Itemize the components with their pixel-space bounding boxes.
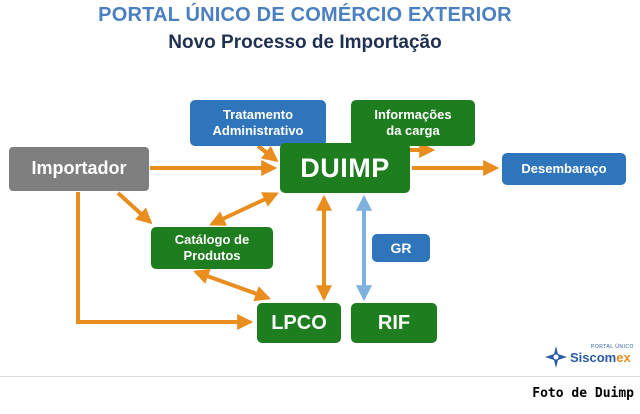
star-icon	[545, 346, 567, 368]
caption-divider	[0, 376, 640, 377]
siscomex-logo: PORTAL ÚNICO Siscomex	[545, 344, 635, 370]
slide-title: PORTAL ÚNICO DE COMÉRCIO EXTERIOR	[98, 4, 512, 26]
catalogo-line1: Catálogo de	[174, 232, 250, 248]
slide: PORTAL ÚNICO DE COMÉRCIO EXTERIOR Novo P…	[9, 4, 635, 370]
slide-subtitle: Novo Processo de Importação	[168, 32, 442, 53]
catalogo-line2: Produtos	[183, 248, 241, 263]
duimp-box: DUIMP	[280, 143, 410, 193]
logo-word-main: Siscom	[570, 350, 617, 365]
logo-wordmark: Siscomex	[570, 350, 631, 365]
logo-small-text: PORTAL ÚNICO	[591, 344, 634, 350]
desembaraco-box: Desembaraço	[502, 153, 626, 185]
arrow-importador-lpco	[76, 192, 254, 330]
image-caption: Foto de Duimp	[532, 386, 634, 401]
rif-box: RIF	[351, 303, 437, 343]
logo-word-accent: ex	[616, 350, 631, 365]
arrow-tratamento-duimp	[256, 144, 279, 162]
arrow-catalogo-duimp	[209, 192, 279, 226]
arrow-importador-catalogo	[116, 191, 153, 225]
lpco-box: LPCO	[257, 303, 341, 343]
informacoes-line2: da carga	[386, 123, 440, 138]
flow-arrows	[76, 142, 500, 330]
tratamento-line1: Tratamento	[222, 107, 294, 123]
informacoes-line1: Informações	[374, 107, 452, 123]
gr-box: GR	[372, 234, 430, 262]
importador-box: Importador	[9, 147, 149, 191]
tratamento-line2: Administrativo	[212, 123, 304, 138]
arrow-catalogo-lpco	[192, 268, 272, 302]
